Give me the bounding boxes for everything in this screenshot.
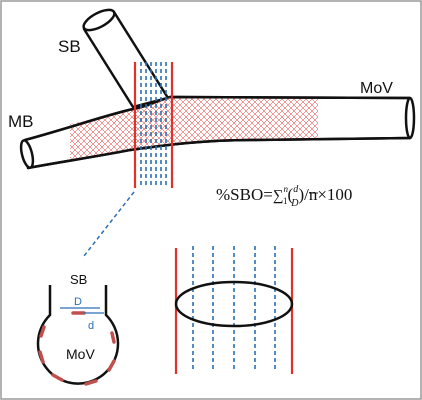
strut-5	[107, 359, 116, 372]
cross-section-lines	[140, 62, 167, 188]
main-vessel-label: MoV	[360, 80, 393, 97]
strut-6	[110, 331, 116, 344]
strut-1	[39, 325, 46, 338]
main-vessel-opening	[404, 96, 416, 140]
inset-main-vessel-label: MoV	[66, 346, 95, 362]
formula-denominator: D	[290, 198, 299, 209]
formula-sigma-lower: 1	[283, 196, 288, 206]
inset-vessel-ring	[36, 285, 120, 385]
main-branch-opening	[19, 139, 35, 169]
inset-stent-struts	[38, 311, 116, 386]
inset-big-d-label: D	[74, 296, 82, 308]
stent-mesh-region	[70, 97, 318, 159]
strut-2	[38, 350, 45, 364]
side-branch-label: SB	[58, 37, 81, 56]
inset-side-branch-label: SB	[70, 272, 87, 287]
formula-suffix: /n×100	[304, 185, 352, 204]
inset-small-d-label: d	[88, 320, 94, 332]
formula-numerator: d	[293, 184, 299, 195]
main-vessel-outline	[24, 95, 411, 170]
formula-prefix: %SBO=	[216, 185, 273, 204]
formula-sigma-upper: n	[284, 184, 289, 194]
main-branch-label: MB	[8, 112, 34, 131]
view-cut-lines	[192, 246, 276, 372]
strut-4	[84, 379, 98, 386]
formula-sigma: ∑	[273, 188, 284, 204]
side-branch-opening	[82, 8, 116, 32]
strut-3	[51, 373, 64, 382]
formula-open-paren: (	[288, 185, 294, 204]
formula-close-paren: )	[298, 185, 304, 204]
ostium-ellipse	[174, 280, 294, 328]
